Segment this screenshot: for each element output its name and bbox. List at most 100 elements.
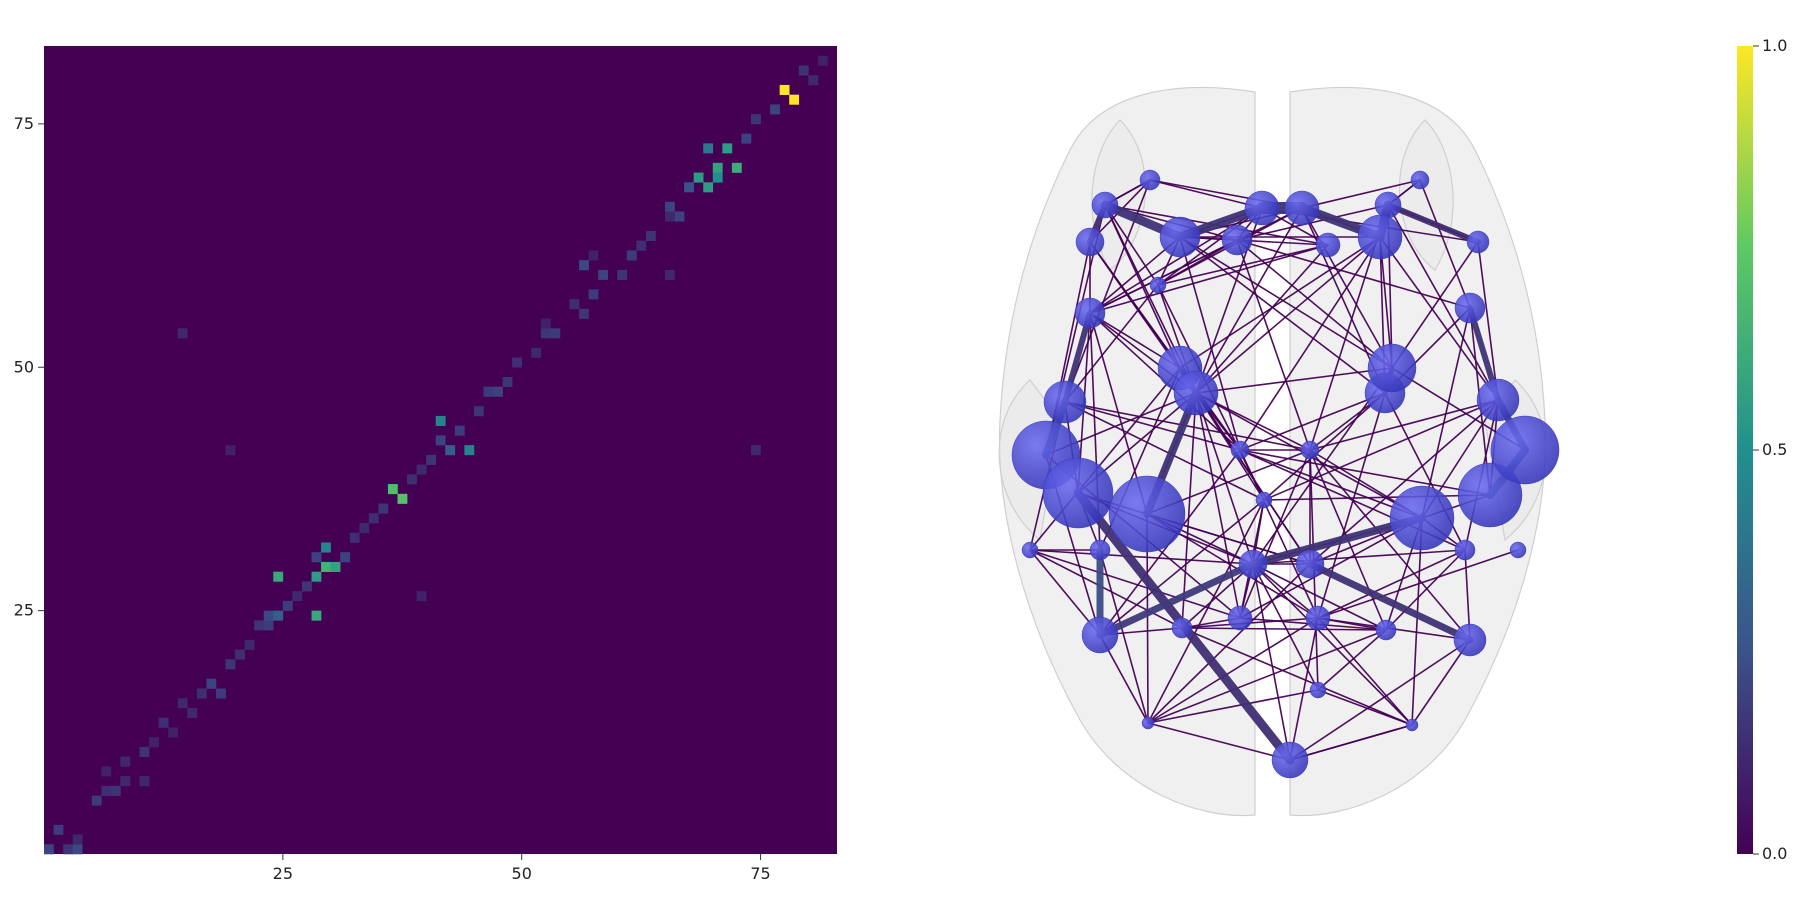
network-node bbox=[1410, 170, 1430, 190]
network-edge bbox=[1064, 284, 1159, 403]
network-edge bbox=[1239, 449, 1311, 619]
y-tick-label: 25 bbox=[14, 601, 34, 620]
network-edge bbox=[1104, 204, 1159, 286]
network-edge bbox=[1064, 401, 1311, 451]
matrix-cell bbox=[387, 484, 398, 495]
matrix-cell bbox=[282, 600, 293, 611]
matrix-cell bbox=[588, 250, 599, 261]
network-node bbox=[1309, 681, 1327, 699]
x-tick-label: 75 bbox=[750, 864, 770, 883]
matrix-cell bbox=[416, 591, 427, 602]
network-edge bbox=[1252, 563, 1413, 726]
network-node bbox=[1043, 380, 1087, 424]
matrix-cell bbox=[703, 143, 714, 154]
matrix-cell bbox=[579, 260, 589, 271]
matrix-cell bbox=[617, 269, 628, 280]
network-edge bbox=[1317, 629, 1387, 691]
matrix-cell bbox=[177, 328, 188, 339]
matrix-cell bbox=[645, 230, 656, 241]
matrix-cell bbox=[110, 785, 121, 796]
network-node bbox=[1375, 619, 1397, 641]
x-axis-ticks: 25 50 75 bbox=[273, 854, 771, 883]
network-edge bbox=[1387, 204, 1499, 401]
x-tick-label: 25 bbox=[273, 864, 293, 883]
matrix-cell bbox=[321, 542, 331, 553]
matrix-cell bbox=[225, 445, 236, 456]
matrix-cell bbox=[445, 445, 456, 456]
network-node bbox=[1238, 549, 1268, 579]
network-node bbox=[1374, 191, 1402, 219]
network-edge bbox=[1317, 549, 1466, 619]
matrix-cell bbox=[63, 844, 73, 855]
network-node bbox=[1457, 462, 1523, 528]
network-edge bbox=[1179, 236, 1381, 369]
matrix-cell bbox=[177, 698, 188, 709]
network-edge bbox=[1147, 563, 1311, 724]
network-node bbox=[1284, 190, 1320, 226]
matrix-cell bbox=[789, 94, 800, 105]
matrix-cell bbox=[473, 406, 484, 417]
network-edge bbox=[1289, 617, 1319, 761]
network-edge bbox=[1181, 563, 1254, 629]
matrix-cell bbox=[540, 318, 551, 329]
matrix-cell bbox=[798, 65, 809, 76]
matrix-cells bbox=[44, 55, 828, 855]
matrix-cell bbox=[512, 357, 523, 368]
matrix-cell bbox=[435, 415, 446, 426]
matrix-cell bbox=[779, 84, 790, 95]
network-node bbox=[1305, 605, 1331, 631]
matrix-cell bbox=[579, 308, 589, 319]
network-node bbox=[1454, 539, 1476, 561]
network-edge bbox=[1181, 627, 1387, 631]
network-edge bbox=[1309, 449, 1471, 641]
network-node bbox=[1139, 169, 1161, 191]
x-tick-label: 50 bbox=[512, 864, 532, 883]
network-edge bbox=[1096, 560, 1257, 639]
network-edge bbox=[1149, 179, 1263, 209]
network-node bbox=[1227, 605, 1253, 631]
matrix-cell bbox=[139, 746, 150, 757]
network-edge bbox=[1147, 629, 1387, 724]
matrix-cell bbox=[206, 678, 217, 689]
network-edge bbox=[1309, 399, 1499, 451]
network-edge bbox=[1147, 617, 1319, 724]
network-edge bbox=[1179, 236, 1241, 451]
matrix-cell bbox=[550, 328, 561, 339]
network-edge bbox=[1181, 392, 1197, 629]
matrix-cell bbox=[368, 513, 379, 524]
network-edge bbox=[1157, 207, 1263, 286]
matrix-cell bbox=[378, 503, 389, 514]
matrix-cell bbox=[674, 211, 685, 222]
matrix-cell bbox=[464, 445, 475, 456]
matrix-cell bbox=[91, 795, 102, 806]
matrix-cell bbox=[187, 707, 198, 719]
network-edge bbox=[1099, 549, 1149, 724]
network-edge bbox=[1252, 563, 1387, 631]
matrix-cell bbox=[292, 591, 303, 602]
matrix-cell bbox=[235, 649, 245, 660]
colorbar-gradient bbox=[1737, 46, 1753, 854]
network-edge bbox=[1236, 239, 1311, 451]
matrix-cell bbox=[712, 162, 723, 173]
matrix-cell bbox=[693, 172, 704, 183]
network-edge bbox=[1236, 239, 1393, 369]
network-edge bbox=[1195, 392, 1254, 565]
matrix-cell bbox=[149, 737, 159, 748]
network-node bbox=[1453, 623, 1487, 657]
matrix-cell bbox=[636, 240, 647, 251]
network-edge bbox=[1477, 241, 1499, 401]
network-edge bbox=[1064, 401, 1265, 501]
connectivity-matrix: 25 50 75 25 50 75 bbox=[14, 46, 837, 883]
network-edge bbox=[1317, 689, 1413, 726]
network-edge bbox=[1411, 639, 1471, 726]
matrix-cell bbox=[626, 250, 637, 261]
network-edge bbox=[1236, 239, 1471, 309]
network-edge bbox=[1195, 392, 1241, 619]
network-node bbox=[1295, 549, 1325, 579]
network-edge bbox=[1179, 236, 1329, 246]
network-edge bbox=[1179, 236, 1393, 369]
network-edge bbox=[1239, 517, 1423, 619]
matrix-cell bbox=[751, 445, 761, 456]
matrix-cell bbox=[301, 581, 312, 592]
matrix-cell bbox=[665, 269, 675, 280]
